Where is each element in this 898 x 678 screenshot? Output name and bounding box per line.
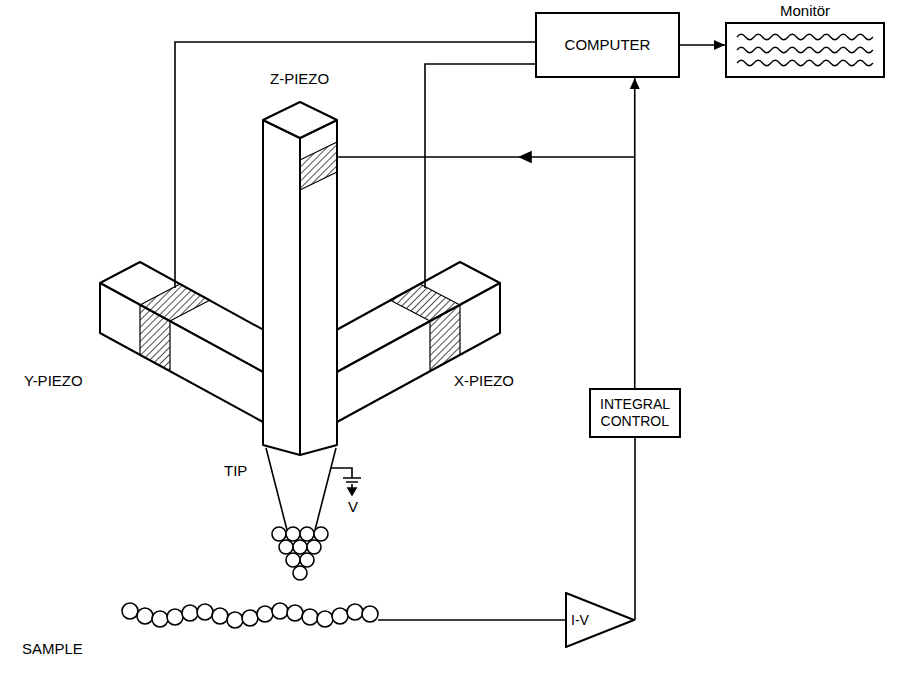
bias-voltage-symbol [348,488,356,495]
tip [300,527,314,541]
sample-atoms [302,609,318,625]
sample-atoms [317,611,333,627]
node-text: COMPUTER [565,36,651,54]
wires [175,42,635,620]
wires [520,152,531,162]
bias-voltage-symbol [331,468,361,495]
sample-atoms [272,603,288,619]
sample-atoms [152,611,168,627]
signal-connector [630,78,640,388]
sample-atoms [122,603,138,619]
arrowhead [630,78,640,89]
part-name: X-PIEZO [452,372,516,390]
tip [307,540,321,554]
sample-atoms [212,608,228,624]
tip [286,527,300,541]
signal-connector [680,40,725,50]
tip [300,553,314,567]
z-piezo-column [300,120,337,455]
tip [266,448,336,580]
part-name: Z-PIEZO [268,70,331,88]
monitor-waves [737,47,873,52]
sample-atoms [227,612,243,628]
signal-name: V [346,498,360,516]
sample-atoms [122,603,378,628]
sample-atoms [347,604,363,620]
tip [286,553,300,567]
z-piezo-column [263,102,337,138]
z-piezo-column [300,142,337,190]
sample-atoms [197,604,213,620]
node-text: INTEGRAL CONTROL [600,396,670,430]
part-name: Y-PIEZO [22,372,85,390]
sample-atoms [257,606,273,622]
sample-atoms [332,608,348,624]
monitor: Monitör [725,2,885,78]
sample-atoms [137,608,153,624]
node-text: I-V [571,612,589,629]
tip [314,527,328,541]
sample-atoms [242,610,258,626]
tip [293,540,307,554]
monitor-screen [725,22,885,78]
sample-atoms [182,605,198,621]
x-piezo-arm [430,305,460,371]
wires [425,64,535,288]
sample-atoms [287,605,303,621]
monitor-waves [737,34,873,39]
signal-line [634,78,636,388]
tip [293,566,307,580]
computer-box: COMPUTER [535,12,680,78]
y-piezo-arm [140,305,170,371]
node-text: Monitör [725,2,885,20]
amplifier-outline [566,593,634,647]
arrowhead [714,40,725,50]
wires [378,619,565,621]
tip [279,540,293,554]
wires [175,42,535,288]
monitor-waves [737,60,873,65]
part-name: TIP [222,462,249,480]
controller-box: INTEGRAL CONTROL [589,388,681,438]
sample-atoms [362,606,378,622]
signal-connector [635,438,636,620]
wires [337,156,635,158]
x-piezo-arm [337,283,500,422]
tip [272,527,286,541]
z-piezo-column [263,120,300,455]
sample-atoms [167,609,183,625]
tip [266,448,336,530]
amplifier-triangle: I-V [565,592,635,648]
z-piezo-column [263,102,337,455]
monitor-waves [727,24,883,76]
part-name: SAMPLE [20,640,85,658]
signal-line [634,438,636,620]
y-piezo-arm [100,283,263,422]
